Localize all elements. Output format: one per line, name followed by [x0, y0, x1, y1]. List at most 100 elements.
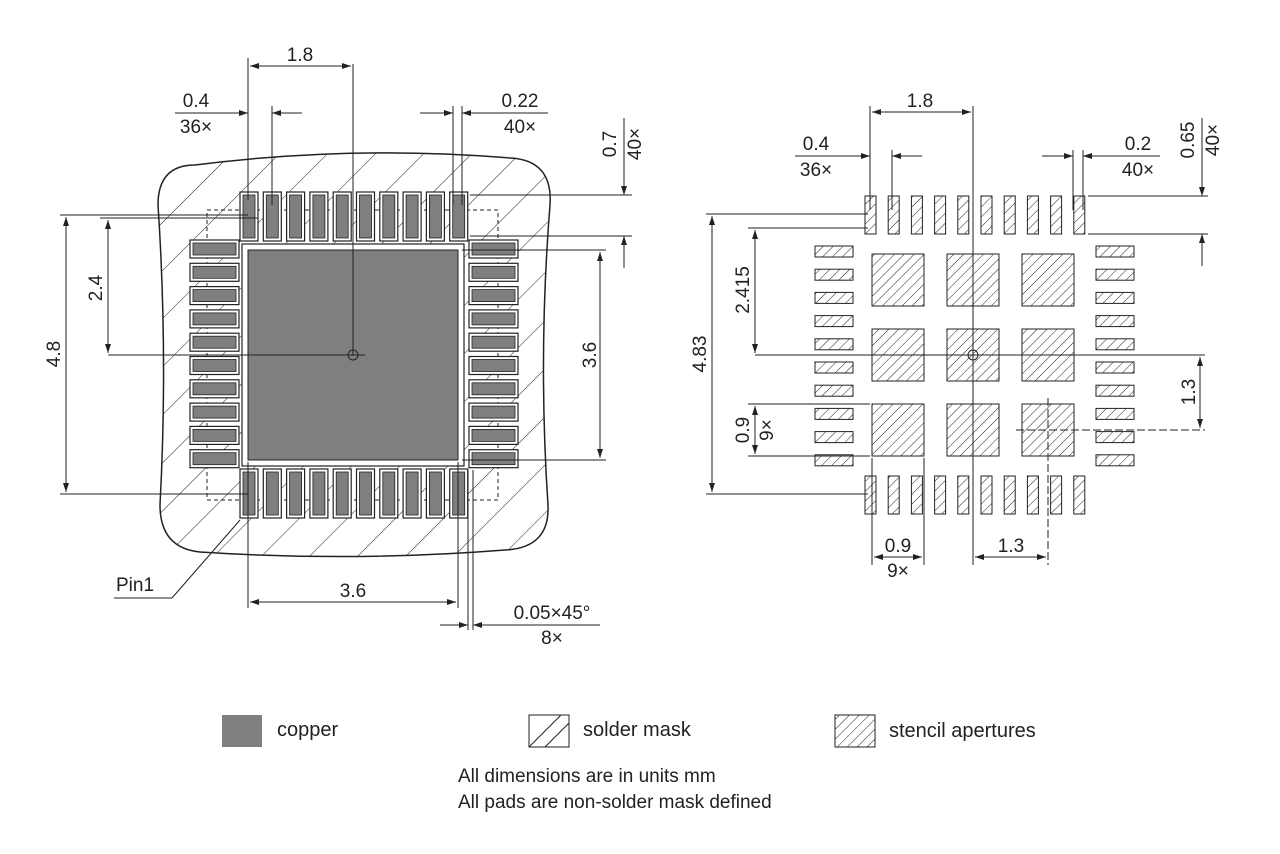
bottom-stencil-pad: [1073, 475, 1086, 515]
bottom-pad-copper: [359, 471, 372, 516]
pin1-label: Pin1: [116, 575, 154, 596]
left-pad-copper: [192, 335, 237, 349]
dim-pitch-value: 0.4: [803, 134, 830, 155]
left-stencil-pad: [814, 454, 854, 467]
bottom-pad-copper: [405, 471, 419, 516]
top-pad-copper: [359, 194, 372, 239]
legend: [222, 714, 876, 748]
bottom-stencil-pad: [1026, 475, 1039, 515]
dim-pad-span: 1.8: [287, 45, 313, 66]
left-footprint-view: 1.8 0.4 36× 0.22 40× 0.7 40× 2.4: [44, 45, 646, 649]
left-stencil-pad: [814, 361, 854, 374]
dim-length-count: 40×: [1203, 124, 1224, 156]
dim-pitch-count: 36×: [180, 117, 212, 138]
right-pad-copper: [471, 242, 516, 256]
left-pad-copper: [192, 452, 237, 466]
dim-aperture-size-count: 9×: [757, 419, 778, 441]
bottom-stencil-pad: [934, 475, 947, 515]
note-pads: All pads are non-solder mask defined: [458, 792, 772, 813]
dim-epad-height: 3.6: [580, 342, 601, 368]
dim-width-value: 0.2: [1125, 134, 1151, 155]
dim-pitch-count: 36×: [800, 160, 832, 181]
dim-outline: 4.8: [44, 341, 65, 367]
top-stencil-pad: [1050, 195, 1063, 235]
dim-pad-length-count: 40×: [625, 128, 646, 160]
stencil-swatch: [834, 714, 876, 748]
bottom-pad-copper: [382, 471, 396, 516]
left-pad-copper: [192, 382, 237, 396]
top-pad-copper: [242, 194, 256, 239]
dim-bottom-pitch: 1.3: [998, 536, 1024, 557]
right-pad-copper: [471, 359, 516, 372]
top-pad-copper: [452, 194, 466, 239]
top-pad-copper: [382, 194, 396, 239]
legend-label-stencil: stencil apertures: [889, 720, 1036, 742]
right-stencil-pad: [1095, 268, 1135, 281]
left-pad-copper: [192, 265, 237, 279]
right-pad-copper: [471, 428, 516, 442]
bottom-pad-copper: [289, 471, 303, 516]
dim-length-value: 0.65: [1178, 122, 1199, 159]
bottom-pad-copper: [312, 471, 326, 516]
left-stencil-pad: [814, 431, 854, 444]
right-pad-copper: [471, 289, 516, 303]
stencil-pad-apertures: [814, 195, 1135, 515]
bottom-stencil-pad: [1003, 475, 1016, 515]
left-stencil-pad: [814, 384, 854, 397]
bottom-stencil-pad: [910, 475, 923, 515]
perimeter-pads: [189, 191, 519, 519]
right-pad-copper: [471, 335, 516, 349]
note-units: All dimensions are in units mm: [458, 766, 716, 787]
right-pad-copper: [471, 265, 516, 279]
left-pad-copper: [192, 359, 237, 372]
bottom-pad-copper: [452, 471, 466, 516]
bottom-stencil-pad: [1050, 475, 1063, 515]
dim-chamfer-value: 0.05×45°: [514, 603, 591, 624]
dim-bottom-aperture-size: 0.9: [885, 536, 911, 557]
left-stencil-pad: [814, 291, 854, 304]
right-stencil-pad: [1095, 245, 1135, 258]
dim-epad-width: 3.6: [340, 581, 366, 602]
left-pad-copper: [192, 312, 237, 326]
dim-aperture-size-value: 0.9: [733, 417, 754, 443]
right-pad-copper: [471, 312, 516, 326]
right-pad-copper: [471, 382, 516, 396]
bottom-pad-copper: [428, 471, 442, 516]
left-stencil-pad: [814, 407, 854, 420]
bottom-stencil-pad: [864, 475, 877, 515]
top-stencil-pad: [910, 195, 923, 235]
left-stencil-pad: [814, 268, 854, 281]
right-stencil-pad: [1095, 338, 1135, 351]
dim-chamfer-count: 8×: [541, 628, 563, 649]
top-stencil-pad: [980, 195, 993, 235]
top-stencil-pad: [887, 195, 900, 235]
top-stencil-pad: [957, 195, 970, 235]
dim-pad-length-value: 0.7: [600, 131, 621, 157]
stencil-aperture: [871, 253, 925, 307]
legend-label-solder-mask: solder mask: [583, 719, 691, 741]
dim-bottom-aperture-count: 9×: [887, 561, 909, 582]
right-stencil-pad: [1095, 384, 1135, 397]
bottom-stencil-pad: [887, 475, 900, 515]
right-stencil-pad: [1095, 454, 1135, 467]
dim-pitch-value: 0.4: [183, 91, 210, 112]
dim-width-count: 40×: [1122, 160, 1154, 181]
right-stencil-pad: [1095, 315, 1135, 328]
bottom-stencil-pad: [957, 475, 970, 515]
stencil-aperture: [871, 403, 925, 457]
right-stencil-pad: [1095, 431, 1135, 444]
stencil-aperture: [1021, 253, 1075, 307]
dim-outline: 4.83: [690, 336, 711, 373]
bottom-stencil-pad: [980, 475, 993, 515]
dim-center-offset: 2.415: [733, 266, 754, 314]
left-pad-copper: [192, 405, 237, 419]
top-pad-copper: [428, 194, 442, 239]
bottom-pad-copper: [335, 471, 349, 516]
right-stencil-pad: [1095, 407, 1135, 420]
top-stencil-pad: [1026, 195, 1039, 235]
top-stencil-pad: [1003, 195, 1016, 235]
top-stencil-pad: [934, 195, 947, 235]
top-pad-copper: [289, 194, 303, 239]
left-stencil-pad: [814, 315, 854, 328]
